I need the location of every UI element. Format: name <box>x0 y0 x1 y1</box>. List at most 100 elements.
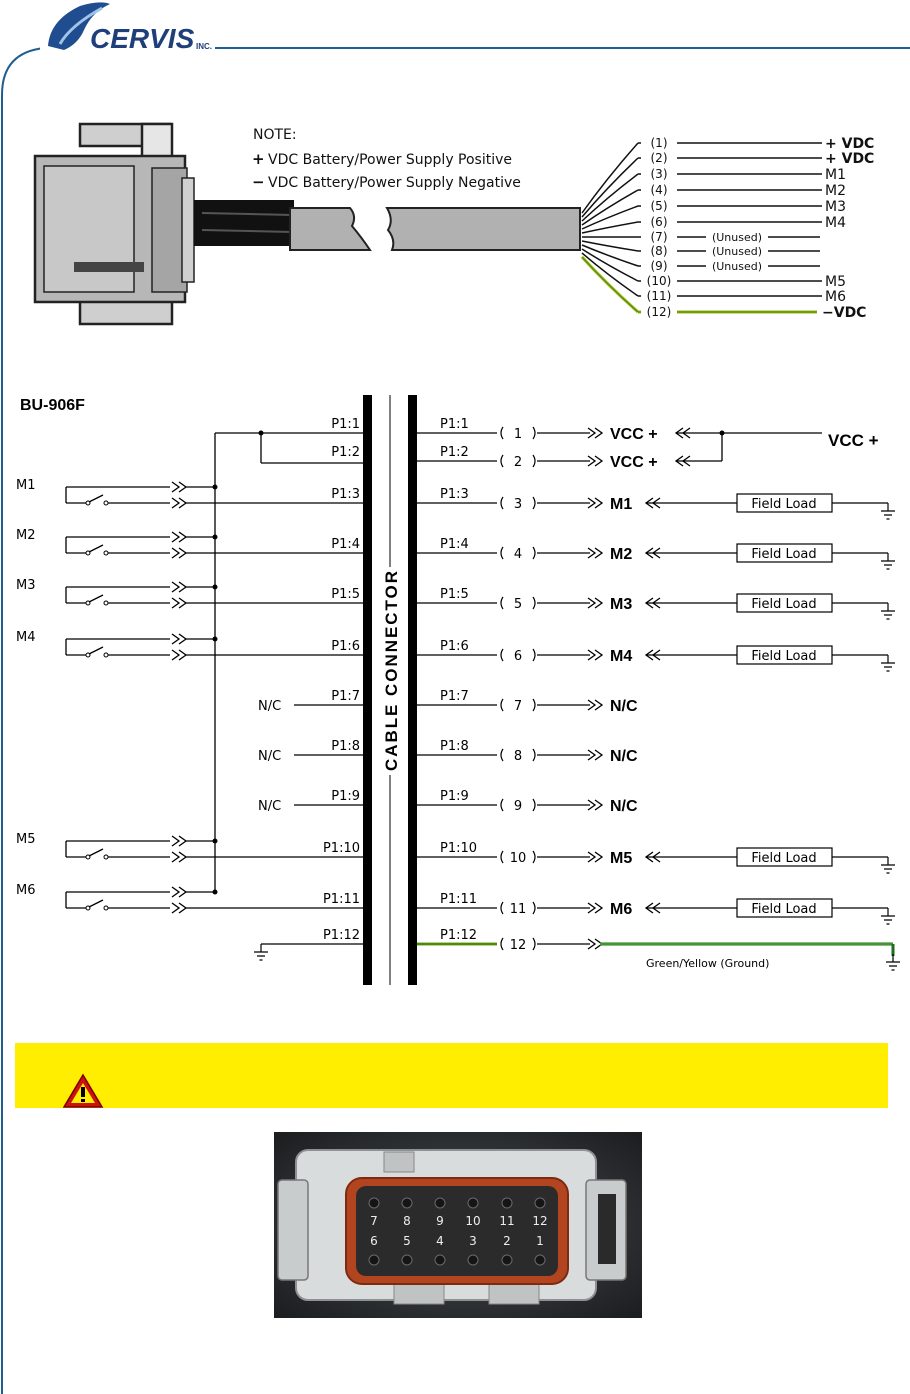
pin-socket <box>368 1254 380 1266</box>
right-function-label: VCC + <box>610 454 658 471</box>
pin-number-bracket <box>500 698 536 712</box>
field-load-label: Field Load <box>751 547 816 562</box>
pin-number-bracket <box>500 596 536 610</box>
right-arrow-icon <box>587 597 604 609</box>
pin-socket <box>501 1254 513 1266</box>
wire-fan-lead <box>581 221 639 234</box>
wire-function-label: M1 <box>825 167 846 183</box>
pin-number-bottom: 5 <box>403 1234 411 1248</box>
wire-num-bg <box>641 151 677 164</box>
wire-function-label: M2 <box>825 183 846 199</box>
field-load-label: Field Load <box>751 902 816 917</box>
pin-number-bracket <box>500 648 536 662</box>
module-label: M6 <box>16 883 36 898</box>
note-line-positive: VDC Battery/Power Supply Positive <box>268 152 512 168</box>
note-plus-symbol: + <box>252 150 265 168</box>
right-pin-label: P1:9 <box>440 789 469 804</box>
wiring-schematic: BU-906F CABLE CONNECTOR VCC + Green/Yell… <box>16 395 900 985</box>
wire-fan: (1)+ VDC(2)+ VDC(3)M1(4)M2(5)M3(6)M4(7)(… <box>580 136 874 321</box>
module-arrow-icon <box>171 902 188 914</box>
pin-number-bottom: 2 <box>503 1234 511 1248</box>
wire-number: (11) <box>647 289 672 303</box>
ground-icon <box>881 857 895 874</box>
right-pin-label: P1:4 <box>440 537 469 552</box>
wire-num-bg <box>641 167 677 180</box>
right-pin-label: P1:2 <box>440 445 469 460</box>
module-arrow-icon <box>171 835 188 847</box>
right-pin-label: P1:1 <box>440 417 469 432</box>
junction-dot <box>212 484 218 490</box>
pin-socket <box>401 1254 413 1266</box>
wire-fan-lead <box>581 173 639 222</box>
pin-number: 5 <box>514 597 522 612</box>
right-function-label: M4 <box>610 648 632 665</box>
left-pin-label: P1:3 <box>331 487 360 502</box>
connector-bar-right <box>408 395 417 985</box>
ground-icon <box>881 553 895 570</box>
wire-num-bg <box>641 183 677 196</box>
right-function-label: M5 <box>610 850 632 867</box>
switch-contact <box>103 600 109 606</box>
left-nc-label: N/C <box>258 799 281 814</box>
right-arrow-icon <box>587 799 604 811</box>
pin-number: 6 <box>514 649 522 664</box>
wire-number: (5) <box>651 199 668 213</box>
pin-number-bottom: 4 <box>436 1234 444 1248</box>
left-nc-label: N/C <box>258 699 281 714</box>
ground-icon <box>881 503 895 520</box>
pin-number-bracket <box>500 748 536 762</box>
pin-socket <box>534 1254 546 1266</box>
module-label: M1 <box>16 478 36 493</box>
right-arrow-icon <box>587 749 604 761</box>
right-function-label: M1 <box>610 496 632 513</box>
pin-number-bracket <box>500 496 536 510</box>
junction-dot <box>212 838 218 844</box>
right-pin-label: P1:11 <box>440 892 477 907</box>
junction-dot <box>212 584 218 590</box>
wire-num-bg <box>641 289 677 302</box>
switch-contact <box>85 550 91 556</box>
module-arrow-icon <box>171 597 188 609</box>
logo-suffix: INC. <box>196 42 212 51</box>
right-arrow-icon <box>587 455 604 467</box>
switch-contact <box>103 854 109 860</box>
right-arrow-icon <box>587 902 604 914</box>
switch-contact <box>85 600 91 606</box>
module-arrow-icon <box>171 633 188 645</box>
wire-num-bg <box>641 230 677 243</box>
pin-number: 7 <box>514 699 522 714</box>
switch-contact <box>103 550 109 556</box>
switch-contact <box>103 652 109 658</box>
pin-number: 11 <box>510 902 527 917</box>
pin-number-top: 10 <box>465 1214 480 1228</box>
wire-function-label: + VDC <box>825 136 874 152</box>
ground-icon <box>254 944 268 961</box>
warning-icon <box>62 1073 104 1108</box>
wire-number: (12) <box>647 305 672 319</box>
left-pin-label: P1:7 <box>331 689 360 704</box>
left-pin-label: P1:1 <box>331 417 360 432</box>
pin-number-bracket <box>500 546 536 560</box>
wire-fan-lead-stripe <box>581 256 639 313</box>
logo-text: CERVIS <box>90 23 195 54</box>
cable-diagram: NOTE: + VDC Battery/Power Supply Positiv… <box>32 118 904 340</box>
wire-number: (9) <box>651 259 668 273</box>
ground-icon <box>881 655 895 672</box>
right-arrow-icon <box>587 699 604 711</box>
pin-number: 3 <box>514 497 522 512</box>
left-pin-label: P1:9 <box>331 789 360 804</box>
switch-lever-icon <box>88 594 104 603</box>
right-function-label: N/C <box>610 798 638 815</box>
wire-function-label: M3 <box>825 199 846 215</box>
pin-number-top: 9 <box>436 1214 444 1228</box>
left-pin-label: P1:12 <box>323 928 360 943</box>
pin-number-bracket <box>500 937 536 951</box>
wire-number: (6) <box>651 215 668 229</box>
wire-function-label: M5 <box>825 274 846 290</box>
pin-number-bracket <box>500 798 536 812</box>
module-arrow-icon <box>171 581 188 593</box>
module-arrow-icon <box>171 886 188 898</box>
wire-number: (2) <box>651 151 668 165</box>
